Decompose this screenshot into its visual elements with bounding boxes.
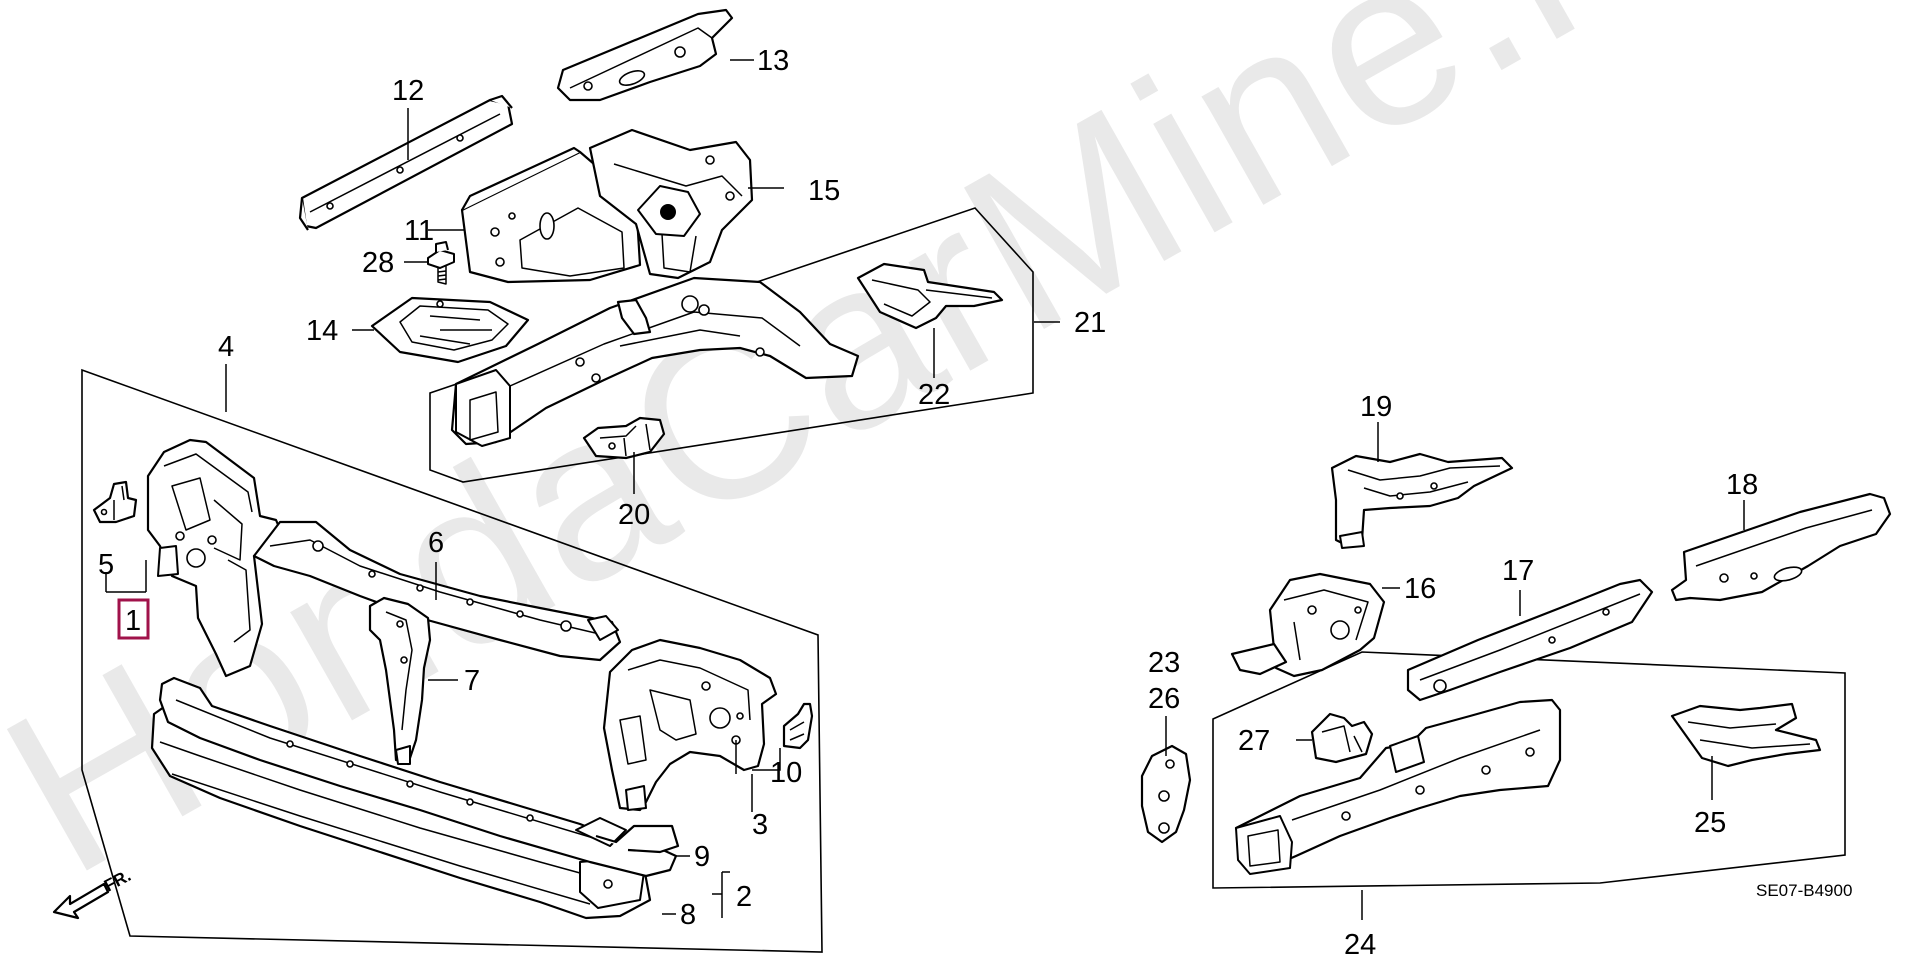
callout-13[interactable]: 13 [757,45,789,77]
diagram-code: SE07-B4900 [1756,881,1852,900]
callout-8[interactable]: 8 [680,899,696,931]
leader-lines [105,59,1745,920]
callout-labels: 13 12 15 11 28 14 21 22 20 4 6 7 5 1 10 … [98,45,1852,958]
callout-22[interactable]: 22 [918,379,950,411]
callout-12[interactable]: 12 [392,75,424,107]
part-6-upper-tie-bar[interactable] [252,520,622,662]
callout-5[interactable]: 5 [98,549,114,581]
part-14-tray[interactable] [370,296,530,364]
group-outline-lower-frame [1212,651,1846,889]
part-13-bracket[interactable] [556,8,734,102]
part-25-bracket[interactable] [1670,702,1822,768]
group-outline-upper-frame [429,207,1034,483]
part-10-bracket[interactable] [782,702,814,750]
callout-21[interactable]: 21 [1074,307,1106,339]
callout-9[interactable]: 9 [694,841,710,873]
part-27-bracket[interactable] [1310,712,1374,764]
callout-25[interactable]: 25 [1694,807,1726,839]
callout-27[interactable]: 27 [1238,725,1270,757]
callout-1-highlight-box [117,598,150,640]
callout-28[interactable]: 28 [362,247,394,279]
callout-1[interactable]: 1 [125,605,141,637]
callout-17[interactable]: 17 [1502,555,1534,587]
callout-6[interactable]: 6 [428,527,444,559]
part-18-rail[interactable] [1670,492,1892,602]
callout-15[interactable]: 15 [808,175,840,207]
part-9-crossmember-strip[interactable] [158,676,680,878]
callout-20[interactable]: 20 [618,499,650,531]
part-15-shock-tower[interactable] [588,128,754,280]
part-5-bracket[interactable] [92,480,138,524]
part-28-bolt[interactable] [427,241,455,285]
group-outline-front-bulkhead [81,368,823,953]
callout-23[interactable]: 23 [1148,647,1180,679]
part-23-26-plate[interactable] [1140,744,1192,844]
part-16-bracket[interactable] [1230,572,1386,678]
callout-24[interactable]: 24 [1344,929,1376,958]
part-22-bracket[interactable] [856,262,1004,330]
part-20-bracket[interactable] [582,416,666,460]
part-17-rail[interactable] [1406,578,1654,702]
callout-4[interactable]: 4 [218,331,234,363]
callout-2[interactable]: 2 [736,881,752,913]
callout-19[interactable]: 19 [1360,391,1392,423]
part-12-rail[interactable] [298,94,514,231]
callout-16[interactable]: 16 [1404,573,1436,605]
callout-14[interactable]: 14 [306,315,338,347]
part-24-frame-rail[interactable] [1234,698,1562,875]
part-21-frame-rail[interactable] [450,276,860,447]
callout-7[interactable]: 7 [464,665,480,697]
part-11-bulkhead-panel[interactable] [460,146,642,284]
callout-3[interactable]: 3 [752,809,768,841]
part-19-bracket[interactable] [1330,452,1514,549]
callout-26[interactable]: 26 [1148,683,1180,715]
callout-10[interactable]: 10 [770,757,802,789]
callout-18[interactable]: 18 [1726,469,1758,501]
part-4-left-bulkhead-side[interactable] [146,438,284,678]
callout-11[interactable]: 11 [404,215,434,247]
part-7-center-stay[interactable] [368,596,432,766]
part-3-right-bulkhead-side[interactable] [602,638,778,812]
